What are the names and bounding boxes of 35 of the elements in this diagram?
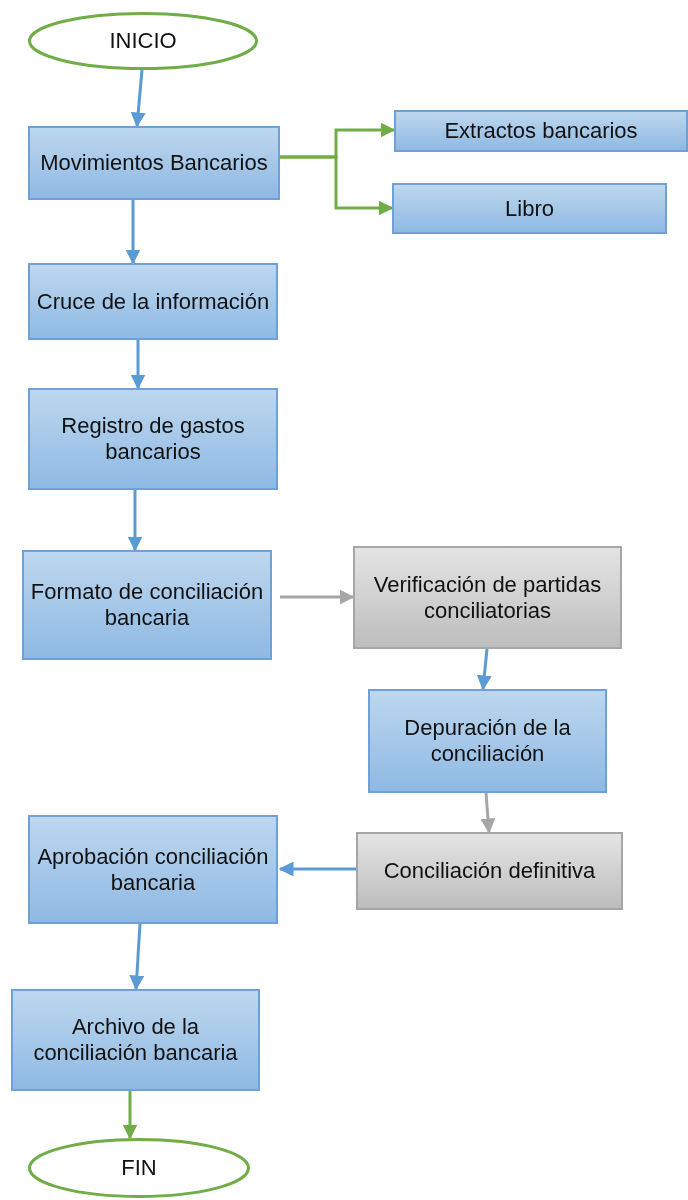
- arrow: [129, 923, 145, 991]
- node-label: Archivo de la conciliación bancaria: [32, 1014, 239, 1066]
- node-label: Extractos bancarios: [443, 118, 639, 144]
- arrow: [476, 648, 492, 691]
- node-label: Conciliación definitiva: [382, 858, 597, 884]
- process-box: [28, 126, 280, 200]
- node-label: Aprobación conciliación bancaria: [36, 843, 270, 896]
- node-label: Libro: [504, 195, 555, 222]
- process-box: [356, 832, 623, 910]
- arrow: [130, 69, 146, 128]
- node-label: INICIO: [108, 28, 178, 54]
- arrow: [280, 155, 394, 216]
- process-box: [28, 815, 278, 924]
- process-box: [368, 689, 607, 793]
- process-box: [11, 989, 260, 1091]
- arrow: [127, 490, 143, 552]
- process-box: [394, 110, 688, 152]
- process-box: [28, 263, 278, 340]
- node-label: Verificación de partidas conciliatorias: [372, 571, 603, 624]
- node-label: Registro de gastos bancarios: [60, 413, 246, 465]
- node-label: Cruce de la información: [35, 288, 271, 315]
- arrow: [130, 340, 146, 390]
- arrow: [280, 589, 355, 605]
- process-box: [28, 388, 278, 490]
- arrow: [125, 200, 141, 265]
- process-box: [392, 183, 667, 234]
- node-label: Formato de conciliación bancaria: [29, 579, 265, 631]
- arrow: [122, 1091, 138, 1140]
- process-box: [22, 550, 272, 660]
- arrow: [480, 792, 496, 834]
- node-label: Depuración de la conciliación: [403, 715, 572, 767]
- process-box: [353, 546, 622, 649]
- node-label: Movimientos Bancarios: [39, 150, 269, 176]
- node-label: FIN: [120, 1155, 158, 1181]
- arrow: [278, 861, 356, 877]
